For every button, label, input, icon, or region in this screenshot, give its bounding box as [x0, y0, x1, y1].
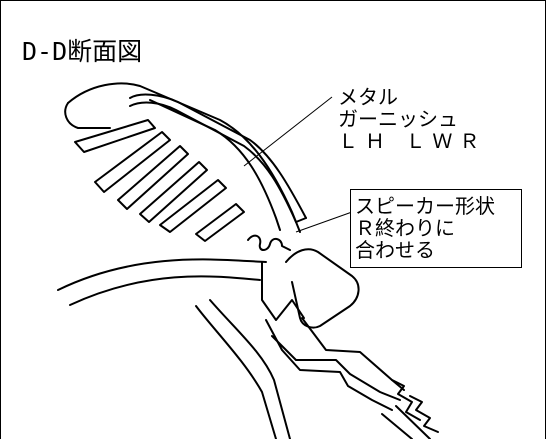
- flange-long: [381, 413, 413, 439]
- rib-1: [74, 119, 156, 153]
- callout-metal-garnish: メタル ガーニッシュ ＬＨ ＬＷＲ: [338, 86, 486, 152]
- flange-steps: [391, 379, 421, 421]
- callout-speaker-shape: スピーカー形状 Ｒ終わりに 合わせる: [355, 195, 495, 261]
- flange-long-2: [395, 405, 431, 439]
- callout-line: Ｒ終わりに: [355, 216, 455, 240]
- rib-3: [117, 145, 189, 210]
- callout-box-speaker-shape: [350, 189, 522, 268]
- lower-arc-outer: [57, 258, 267, 291]
- callout-line: メタル: [338, 85, 398, 109]
- callout-line: スピーカー形状: [355, 194, 495, 218]
- speaker-grille-shape: [285, 248, 360, 329]
- leader-speaker-shape: [295, 211, 353, 233]
- metal-garnish-end: [295, 217, 307, 223]
- inner-shell-line: [149, 99, 281, 231]
- rib-4: [139, 161, 208, 223]
- rib-2: [94, 131, 171, 193]
- lower-arc-inner: [69, 275, 261, 306]
- body-step: [261, 261, 305, 321]
- callout-line: 合わせる: [355, 238, 435, 262]
- metal-garnish-outer: [129, 93, 307, 219]
- speaker-housing: [301, 317, 405, 391]
- callout-line: ＬＨ ＬＷＲ: [338, 129, 487, 153]
- shell-nose: [64, 102, 111, 129]
- body-wall-mid: [209, 299, 291, 439]
- section-title: D-D断面図: [22, 37, 143, 66]
- metal-garnish-inner: [129, 101, 297, 223]
- body-wall-right-inner: [271, 335, 401, 401]
- flange-steps-outer: [409, 395, 439, 433]
- rib-5: [159, 179, 227, 233]
- leader-metal-garnish: [243, 96, 333, 167]
- callout-line: ガーニッシュ: [338, 107, 458, 131]
- body-wall-left: [195, 305, 277, 439]
- joint-wave: [247, 234, 291, 251]
- rib-6: [195, 203, 245, 242]
- body-wall-right: [265, 319, 393, 411]
